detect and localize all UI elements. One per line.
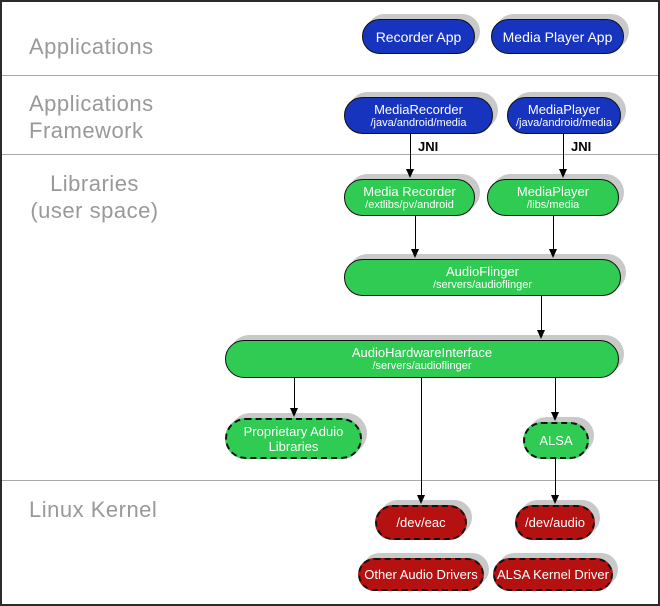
node-title: /dev/audio (525, 515, 585, 530)
node-title: AudioFlinger (446, 263, 519, 279)
arrowhead-icon (290, 408, 298, 417)
arrowhead-icon (551, 412, 559, 421)
arrow-mediaplayer-libs-to-audioflinger (553, 216, 554, 250)
node-audiohardwareinterface: AudioHardwareInterface /servers/audiofli… (225, 340, 619, 378)
arrowhead-icon (551, 495, 559, 504)
node-media-player-app: Media Player App (491, 19, 624, 54)
node-dev-audio: /dev/audio (515, 505, 595, 540)
node-title: Proprietary Aduio Libraries (243, 423, 344, 454)
arrowhead-icon (406, 169, 414, 178)
node-title: Recorder App (375, 28, 462, 45)
arrow-label-jni: JNI (571, 139, 592, 154)
section-label-linux-kernel: Linux Kernel (29, 497, 158, 522)
node-title: MediaPlayer (516, 183, 590, 199)
divider-applications-framework (2, 75, 658, 76)
arrowhead-icon (411, 249, 419, 258)
node-audioflinger: AudioFlinger /servers/audioflinger (344, 259, 621, 296)
node-title: AudioHardwareInterface (351, 345, 493, 360)
node-path: /servers/audioflinger (372, 360, 472, 372)
node-title: ALSA (539, 433, 573, 448)
section-label-libraries-user-space: Libraries (user space) (30, 171, 159, 223)
node-title: MediaPlayer (527, 101, 601, 117)
section-label-applications-framework: Applications Framework (29, 91, 154, 143)
arrow-media-recorder-libs-to-audioflinger (415, 216, 416, 250)
arrow-audiohardwareinterface-to-proprietary-audio-libraries (294, 378, 295, 409)
node-title: /dev/eac (396, 515, 446, 530)
node-mediarecorder-framework: MediaRecorder /java/android/media (344, 97, 493, 134)
arrow-alsa-to-dev-audio (555, 459, 556, 496)
node-recorder-app: Recorder App (362, 19, 475, 54)
divider-libraries-kernel (2, 480, 658, 481)
node-path: /java/android/media (370, 116, 467, 129)
arrow-mediarecorder-framework-to-media-recorder-libs (410, 134, 411, 170)
section-label-applications: Applications (29, 34, 154, 59)
arrowhead-icon (537, 330, 545, 339)
node-path: /libs/media (526, 198, 580, 211)
arrowhead-icon (549, 249, 557, 258)
node-alsa: ALSA (523, 422, 589, 459)
node-alsa-kernel-driver: ALSA Kernel Driver (493, 558, 613, 591)
node-proprietary-audio-libraries: Proprietary Aduio Libraries (225, 418, 362, 459)
node-title: Media Player App (502, 28, 613, 45)
arrow-label-jni: JNI (418, 139, 439, 154)
arrow-audiohardwareinterface-to-dev-eac (421, 378, 422, 496)
node-title: ALSA Kernel Driver (497, 567, 609, 582)
arrow-audiohardwareinterface-to-alsa (555, 378, 556, 413)
node-dev-eac: /dev/eac (375, 505, 467, 540)
node-media-recorder-libs: Media Recorder /extlibs/pv/android (344, 179, 475, 216)
arrowhead-icon (559, 169, 567, 178)
node-mediaplayer-libs: MediaPlayer /libs/media (487, 179, 619, 216)
divider-framework-libraries (2, 154, 658, 155)
node-path: /java/android/media (515, 116, 612, 129)
node-path: /servers/audioflinger (432, 278, 533, 291)
node-title: Media Recorder (363, 183, 456, 199)
node-mediaplayer-framework: MediaPlayer /java/android/media (507, 97, 621, 134)
node-other-audio-drivers: Other Audio Drivers (358, 558, 484, 591)
arrowhead-icon (417, 495, 425, 504)
node-path: /extlibs/pv/android (365, 198, 454, 211)
node-title: MediaRecorder (374, 101, 463, 117)
node-title: Other Audio Drivers (364, 567, 478, 582)
arrow-mediaplayer-framework-to-mediaplayer-libs (563, 134, 564, 170)
arrow-audioflinger-to-audiohardwareinterface (541, 296, 542, 331)
